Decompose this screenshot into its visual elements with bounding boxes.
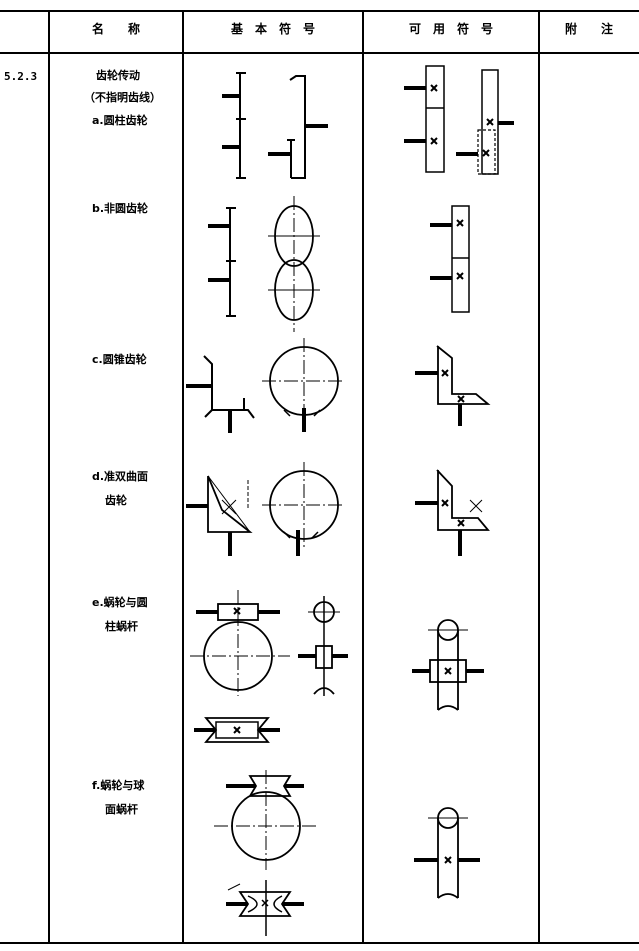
item-label-d-line1: d.准双曲面 xyxy=(92,470,149,483)
cylindrical-gear-basic-symbol xyxy=(222,72,328,179)
item-label-d-line2: 齿轮 xyxy=(105,494,127,507)
cylindrical-gear-available-symbol xyxy=(404,65,514,175)
item-label-f-line1: f.蜗轮与球 xyxy=(92,779,145,792)
bevel-gear-available-symbol xyxy=(415,345,491,426)
item-label-b: b.非圆齿轮 xyxy=(92,202,149,215)
item-label-f-line2: 面蜗杆 xyxy=(105,803,138,816)
bevel-gear-basic-symbol xyxy=(186,338,342,433)
worm-cylindrical-basic-symbol xyxy=(190,590,348,743)
non-circular-gear-basic-symbol xyxy=(208,196,320,332)
worm-globoid-basic-symbol xyxy=(214,770,318,936)
header-name: 名 称 xyxy=(91,22,140,36)
item-label-a: a.圆柱齿轮 xyxy=(92,114,148,127)
item-label-e-line1: e.蜗轮与圆 xyxy=(92,596,148,609)
non-circular-gear-available-symbol xyxy=(430,205,470,313)
row-number: 5.2.3 xyxy=(4,70,38,83)
header-basic-symbol: 基 本 符 号 xyxy=(230,22,315,36)
item-label-c: c.圆锥齿轮 xyxy=(92,353,147,366)
hypoid-gear-basic-symbol xyxy=(186,462,344,556)
item-label-e-line2: 柱蜗杆 xyxy=(105,620,138,633)
row-title: 齿轮传动 xyxy=(96,69,140,82)
row-subtitle: （不指明齿线） xyxy=(84,91,161,104)
worm-cylindrical-available-symbol xyxy=(412,619,484,711)
header-note: 附 注 xyxy=(564,22,613,36)
header-available-symbol: 可 用 符 号 xyxy=(408,22,493,36)
worm-globoid-available-symbol xyxy=(414,807,480,899)
hypoid-gear-available-symbol xyxy=(415,469,490,556)
